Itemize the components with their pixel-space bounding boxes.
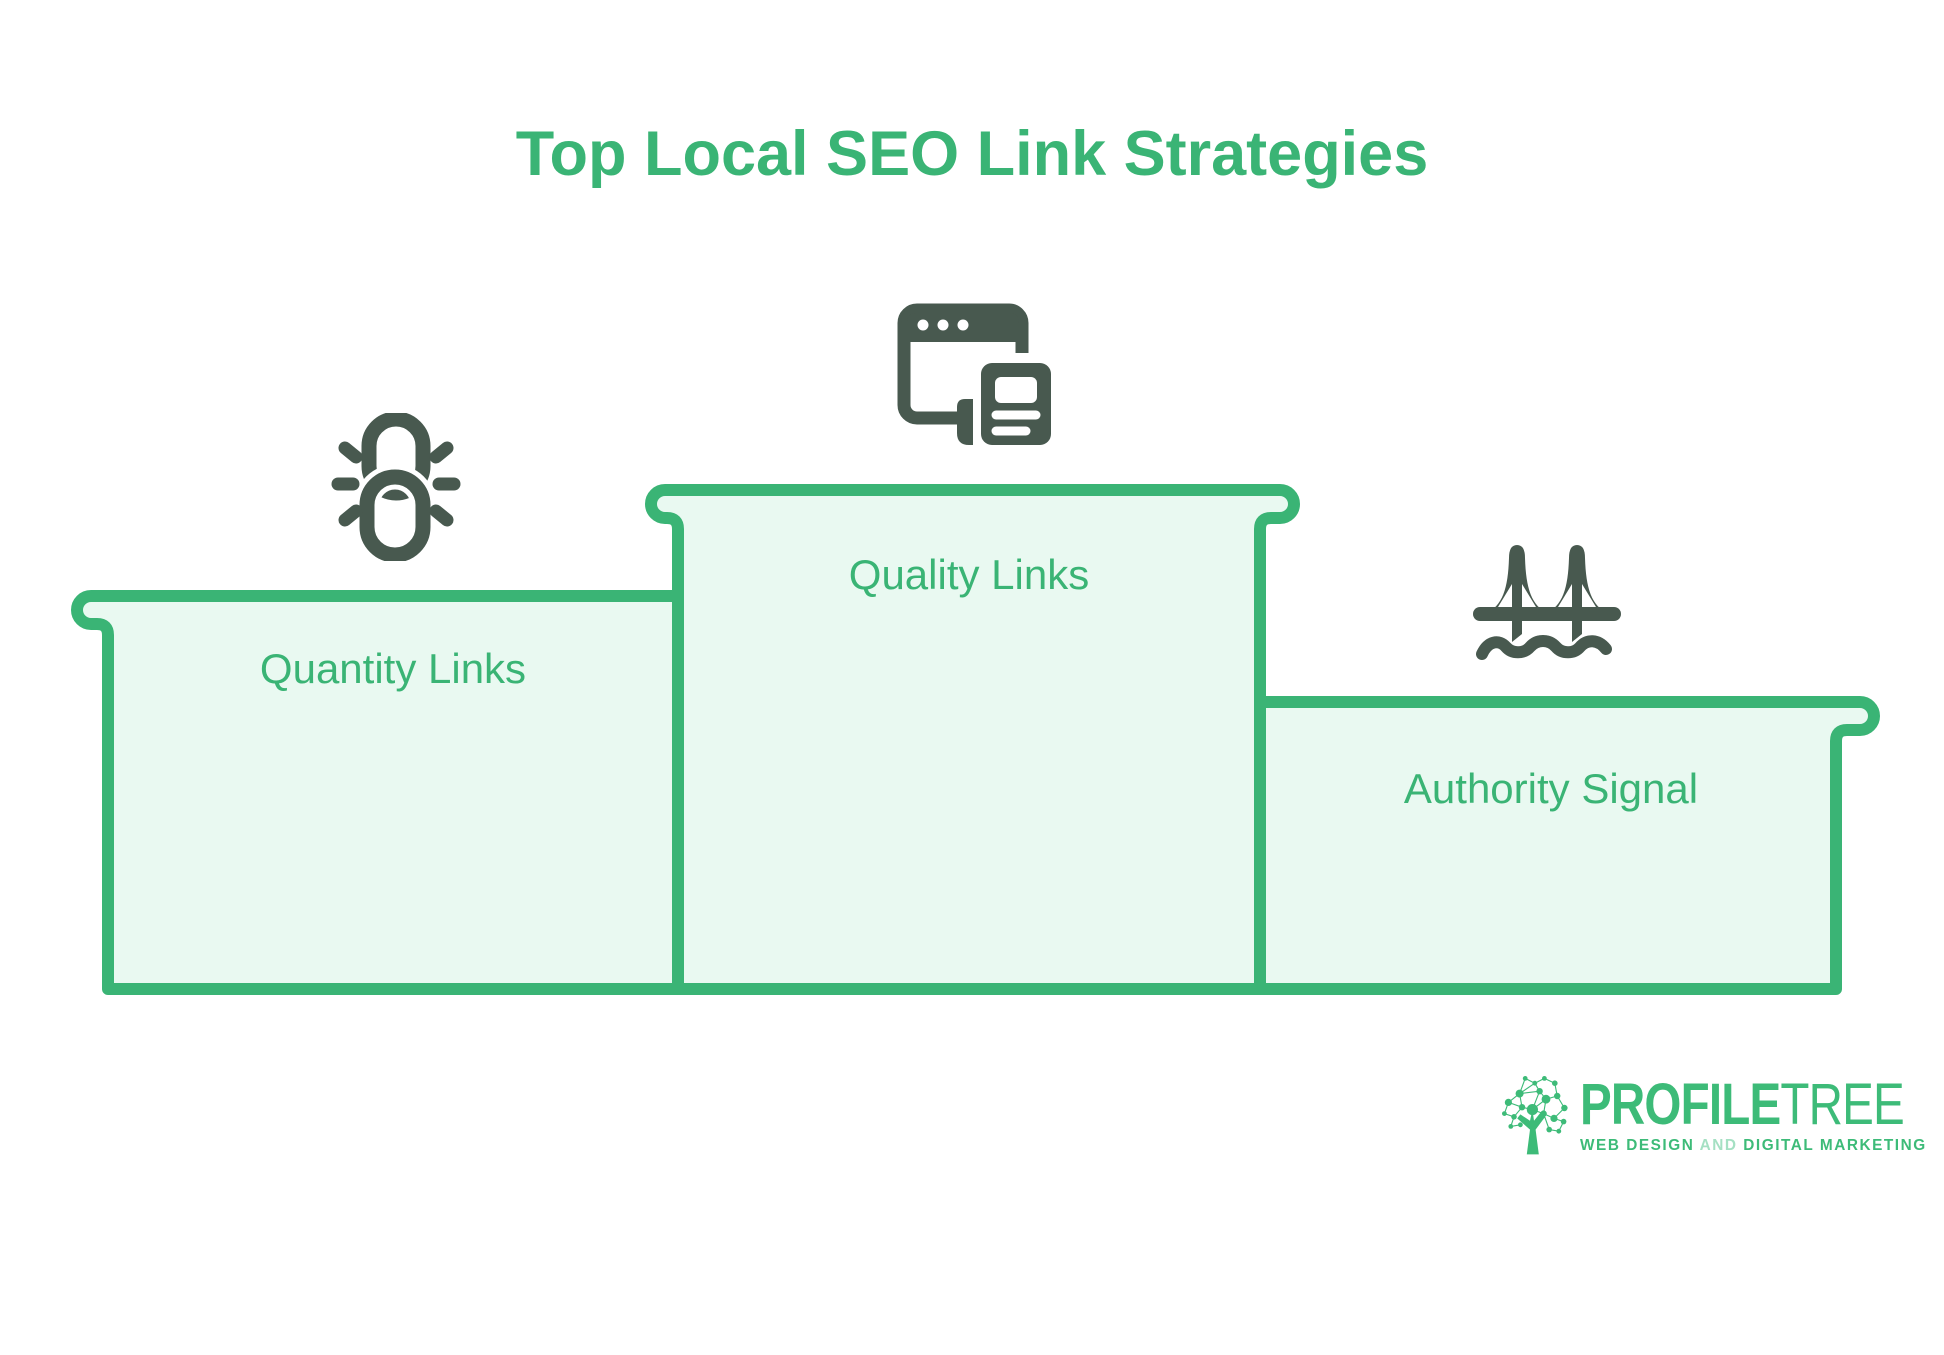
- profiletree-logo: PROFILETREE WEB DESIGN AND DIGITAL MARKE…: [1498, 1068, 1944, 1168]
- podium-label-quality-links: Quality Links: [848, 551, 1090, 598]
- podium-label-authority-signal: Authority Signal: [1403, 765, 1699, 812]
- bridge-icon: [1473, 545, 1621, 660]
- tagline-web-design: WEB DESIGN: [1580, 1137, 1695, 1155]
- profiletree-tagline: WEB DESIGN AND DIGITAL MARKETING: [1580, 1137, 1944, 1155]
- page-title: Top Local SEO Link Strategies: [515, 119, 1429, 189]
- tagline-and: AND: [1694, 1137, 1744, 1155]
- profiletree-wordmark: PROFILETREE: [1580, 1076, 1905, 1134]
- tagline-digital-marketing: DIGITAL MARKETING: [1743, 1137, 1927, 1155]
- podium-left-shape: [71, 590, 684, 995]
- browser-news-icon: [897, 303, 1057, 455]
- chain-link-icon: [331, 413, 461, 561]
- wordmark-tree: TREE: [1780, 1072, 1904, 1137]
- podium-label-quantity-links: Quantity Links: [259, 645, 527, 692]
- wordmark-profile: PROFILE: [1580, 1072, 1781, 1137]
- podium-right-shape: [1254, 696, 1880, 995]
- profiletree-tree-icon: [1502, 1076, 1568, 1155]
- podium-center-shape: [645, 484, 1300, 995]
